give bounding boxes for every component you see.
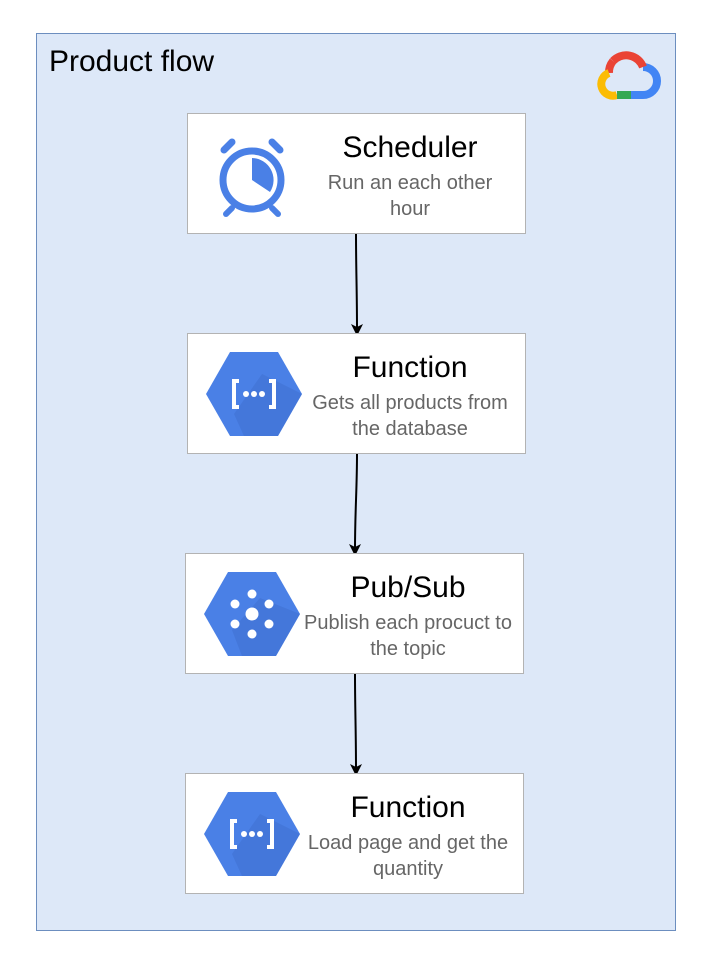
function-node-load-page[interactable]: Function Load page and get the quantity: [185, 773, 524, 894]
node-description: Publish each procuct to the topic: [304, 612, 512, 660]
node-title: Function: [350, 791, 466, 824]
function-node-get-products[interactable]: Function Gets all products from the data…: [187, 333, 526, 454]
pubsub-node[interactable]: Pub/Sub Publish each procuct to the topi…: [185, 553, 524, 674]
node-description: Load page and get the quantity: [307, 832, 509, 880]
node-title: Pub/Sub: [350, 571, 466, 604]
pubsub-icon: [204, 572, 300, 656]
node-title: Function: [352, 351, 468, 384]
scheduler-alarm-clock-icon: [219, 138, 285, 217]
group-title: Product flow: [49, 45, 215, 78]
node-title: Scheduler: [342, 131, 478, 164]
cloud-functions-icon: [206, 352, 302, 436]
node-description: Run an each other hour: [327, 172, 493, 220]
node-description: Gets all products from the database: [312, 392, 508, 440]
cloud-functions-icon: [204, 792, 300, 876]
google-cloud-logo-icon: [597, 51, 661, 100]
scheduler-node[interactable]: Scheduler Run an each other hour: [187, 113, 526, 234]
